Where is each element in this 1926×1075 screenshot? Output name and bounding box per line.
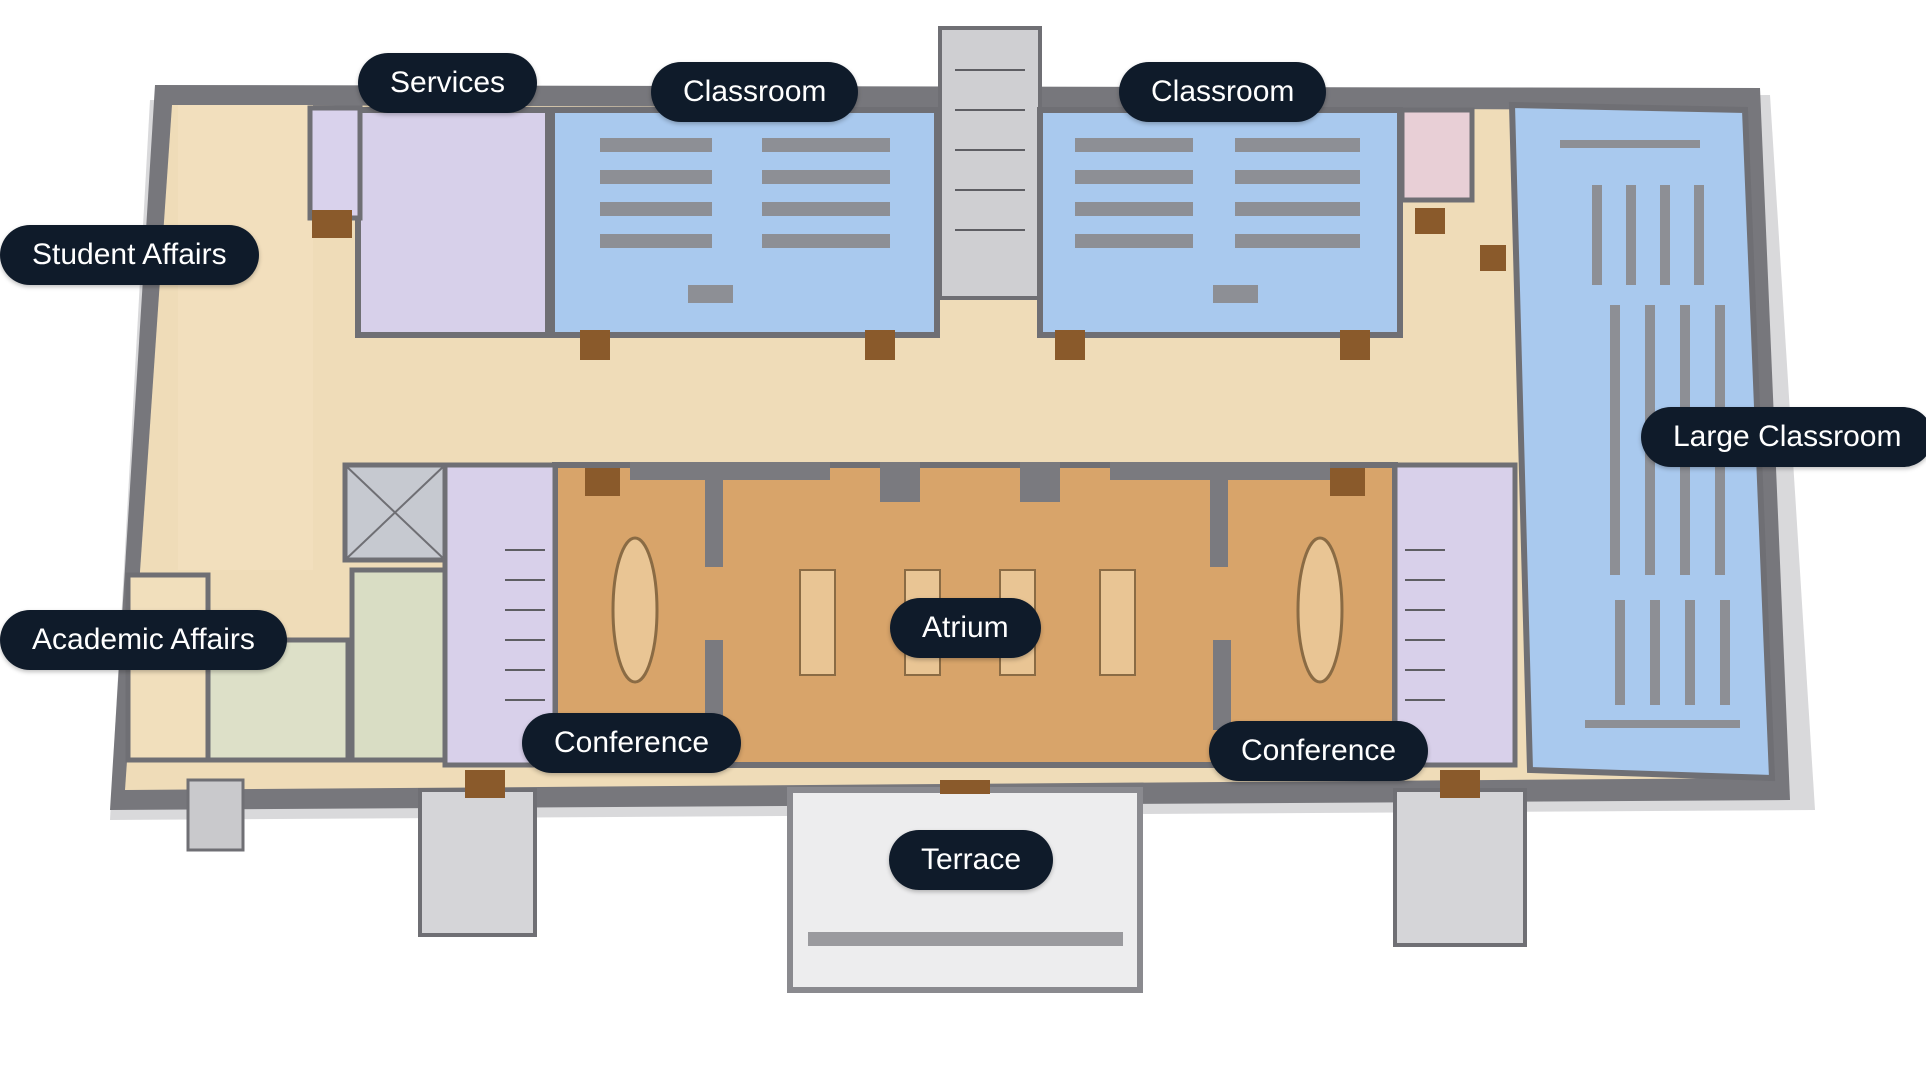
pink-room xyxy=(1399,107,1475,203)
label-services[interactable]: Services xyxy=(358,53,538,113)
entrance-stair-left xyxy=(418,788,537,937)
conference-table-right xyxy=(1296,536,1344,684)
conference-table-left xyxy=(611,536,659,684)
label-terrace[interactable]: Terrace xyxy=(889,830,1054,890)
atrium-table-1 xyxy=(799,569,836,676)
stair-room-right xyxy=(1392,462,1518,768)
atrium-table-4 xyxy=(1099,569,1136,676)
student-affairs-room xyxy=(178,105,313,570)
services-room[interactable] xyxy=(355,107,551,338)
doors xyxy=(312,208,1506,798)
stair-treads xyxy=(505,69,1445,701)
label-classroom-left[interactable]: Classroom xyxy=(651,62,859,122)
classroom-right-desks xyxy=(1075,138,1360,303)
services-closet xyxy=(307,105,363,221)
label-conference-right[interactable]: Conference xyxy=(1209,721,1429,781)
entrance-stair-far-left xyxy=(186,778,245,852)
label-conference-left[interactable]: Conference xyxy=(522,713,742,773)
label-classroom-right[interactable]: Classroom xyxy=(1119,62,1327,122)
academic-affairs-office-3 xyxy=(349,567,448,763)
label-student-affairs[interactable]: Student Affairs xyxy=(0,225,259,285)
stair-top xyxy=(938,26,1042,300)
entrance-stair-right xyxy=(1393,788,1527,947)
stair-room-left xyxy=(442,462,558,768)
label-academic-affairs[interactable]: Academic Affairs xyxy=(0,610,287,670)
classroom-left-desks xyxy=(600,138,890,303)
label-atrium[interactable]: Atrium xyxy=(890,598,1041,658)
label-large-classroom[interactable]: Large Classroom xyxy=(1641,407,1926,467)
terrace-area[interactable] xyxy=(787,787,1143,993)
